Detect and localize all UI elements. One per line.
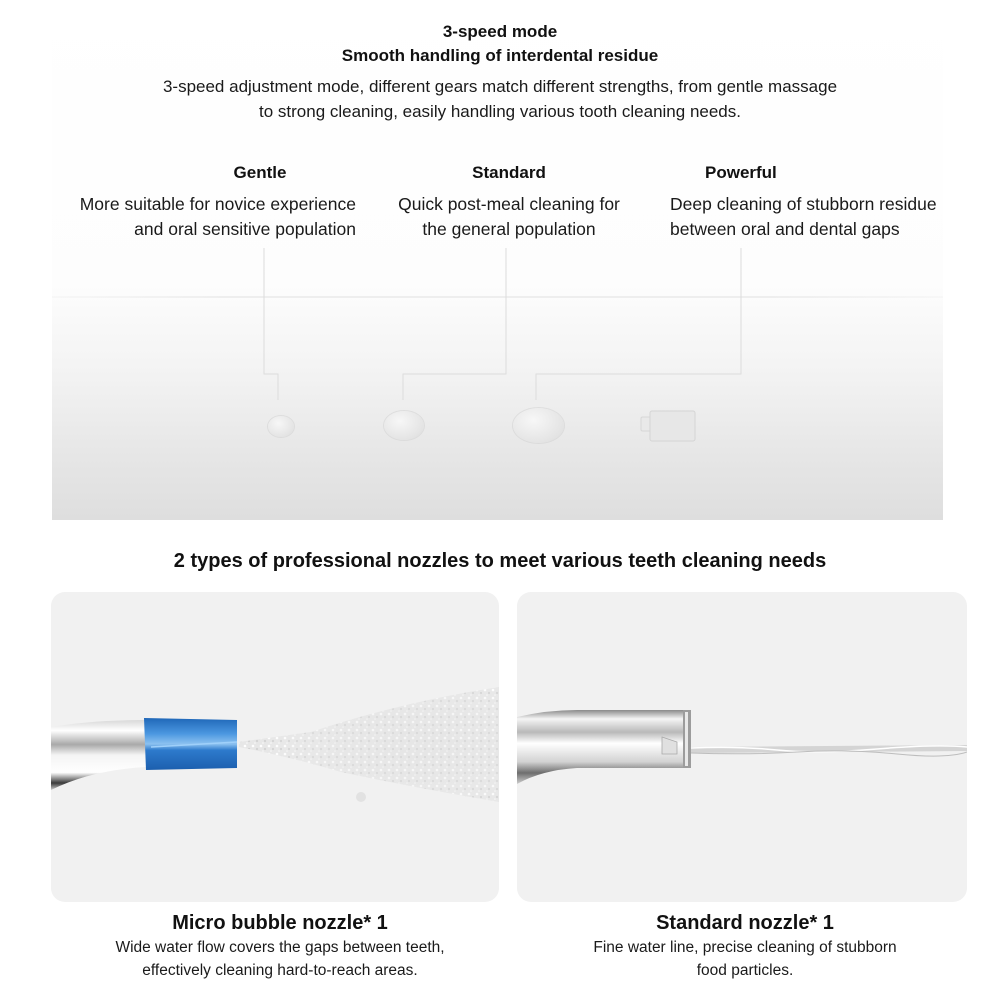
mode-description-line: Deep cleaning of stubborn residue [670, 194, 937, 214]
nozzle-title: Micro bubble nozzle* 1 [172, 912, 388, 934]
micro-bubble-nozzle-image [51, 592, 499, 902]
speed-mode-description-line: 3-speed adjustment mode, different gears… [162, 77, 838, 96]
connector-lines [263, 248, 742, 400]
speed-mode-description: 3-speed adjustment mode, different gears… [0, 74, 1000, 124]
mode-powerful: Powerful Deep cleaning of stubborn resid… [670, 162, 1000, 242]
mode-description: Deep cleaning of stubborn residue betwee… [670, 192, 1000, 242]
connector-gentle [263, 248, 279, 400]
connector-powerful [535, 248, 742, 400]
speed-mode-title: 3-speed mode [442, 22, 558, 41]
standard-nozzle-illustration [517, 710, 967, 784]
nozzle-section-heading: 2 types of professional nozzles to meet … [173, 550, 827, 572]
mode-description-line: and oral sensitive population [134, 219, 356, 239]
nozzle-description-line: food particles. [696, 962, 794, 979]
speed-mode-panel [52, 0, 943, 520]
nozzle-description: Fine water line, precise cleaning of stu… [505, 936, 985, 982]
mode-description-line: the general population [422, 219, 596, 239]
nozzle-description-line: Fine water line, precise cleaning of stu… [593, 939, 897, 956]
gentle-speed-button-icon [268, 416, 294, 437]
mode-description-line: Quick post-meal cleaning for [398, 194, 620, 214]
mode-title: Gentle [233, 163, 287, 182]
mode-description: Quick post-meal cleaning for the general… [372, 192, 646, 242]
speed-mode-description-line: to strong cleaning, easily handling vari… [259, 102, 741, 121]
micro-bubble-nozzle-illustration [51, 687, 499, 802]
mode-title: Standard [472, 163, 546, 182]
nozzle-description: Wide water flow covers the gaps between … [40, 936, 520, 982]
mode-description-line: between oral and dental gaps [670, 219, 900, 239]
speed-mode-header: 3-speed mode Smooth handling of interden… [0, 20, 1000, 124]
connector-standard [402, 248, 507, 400]
standard-speed-button-icon [384, 411, 424, 440]
charging-port-icon [640, 410, 696, 442]
mode-standard: Standard Quick post-meal cleaning for th… [372, 162, 646, 242]
mode-title: Powerful [705, 163, 777, 182]
mode-gentle: Gentle More suitable for novice experien… [24, 162, 356, 242]
micro-bubble-nozzle-caption: Micro bubble nozzle* 1 Wide water flow c… [40, 910, 520, 982]
powerful-speed-button-icon [513, 408, 564, 443]
device-top-edge [52, 296, 943, 298]
mode-description-line: More suitable for novice experience [79, 194, 356, 214]
nozzle-description-line: effectively cleaning hard-to-reach areas… [142, 962, 418, 979]
standard-nozzle-image [517, 592, 967, 902]
mode-description: More suitable for novice experience and … [24, 192, 356, 242]
standard-nozzle-caption: Standard nozzle* 1 Fine water line, prec… [505, 910, 985, 982]
nozzle-title: Standard nozzle* 1 [656, 912, 834, 934]
speed-mode-subtitle: Smooth handling of interdental residue [341, 46, 659, 65]
nozzle-description-line: Wide water flow covers the gaps between … [115, 939, 445, 956]
